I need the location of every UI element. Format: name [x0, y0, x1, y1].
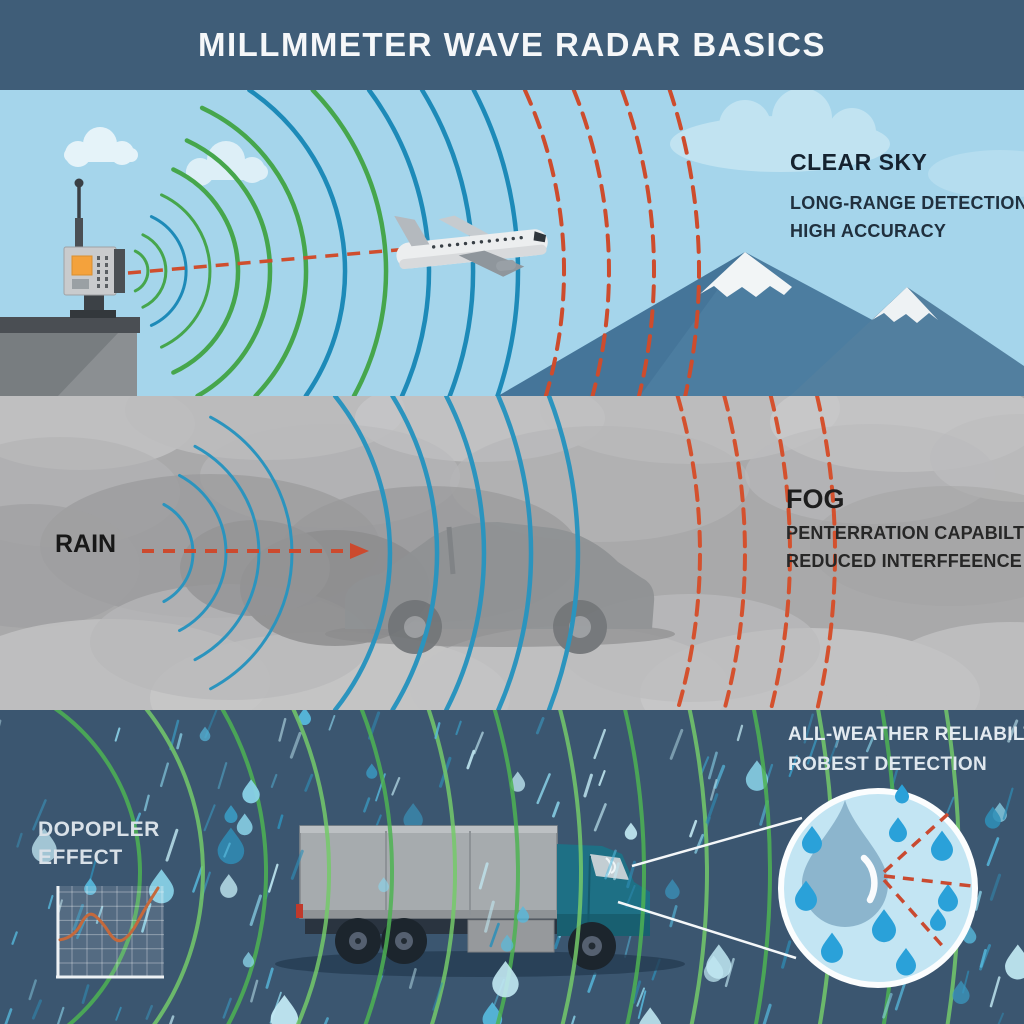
fog-reflected-arcs: [675, 396, 837, 710]
section-fog: RAIN FOG PENTERRATION CAPABILTIES REDUCE…: [0, 396, 1024, 710]
section-rain: ALL-WEATHER RELIABILTY ROBEST DETECTION …: [0, 710, 1024, 1024]
doppler-label-line-1: DOPOPLER: [38, 818, 160, 841]
water-droplet-icon: [802, 800, 888, 927]
radar-device-icon: [63, 178, 125, 318]
fog-heading: FOG: [786, 484, 845, 514]
fog-line-1: PENTERRATION CAPABILTIES: [786, 523, 1024, 543]
page-title: MILLMMETER WAVE RADAR BASICS: [197, 26, 827, 63]
clear-sky-illustration: [0, 90, 1024, 396]
reflected-wave-arcs: [522, 90, 701, 396]
magnifier-circle: [778, 784, 978, 988]
doppler-label-line-2: EFFECT: [38, 846, 123, 869]
rain-heading: ALL-WEATHER RELIABILTY: [788, 724, 1024, 745]
scatter-ray-lines: [882, 812, 973, 952]
clear-sky-line-1: LONG-RANGE DETECTION: [790, 193, 1024, 213]
fog-illustration: [0, 396, 1024, 710]
doppler-chart: [56, 886, 164, 979]
fog-line-2: REDUCED INTERFFEENCE: [786, 551, 1023, 571]
magnifier-callout-lines: [617, 816, 803, 960]
clear-sky-line-2: HIGH ACCURACY: [790, 221, 947, 241]
clear-sky-heading: CLEAR SKY: [790, 149, 928, 175]
clouds-icon: [64, 90, 1024, 198]
rain-line-1: ROBEST DETECTION: [788, 754, 988, 775]
airplane-icon: [394, 215, 548, 277]
rain-arrow: [142, 543, 369, 559]
radar-platform: [0, 317, 140, 396]
airplane-windows: [431, 235, 523, 249]
rain-illustration: [0, 710, 1024, 1024]
fog-side-label-rain: RAIN: [55, 530, 117, 558]
radar-device-vents: [97, 256, 108, 288]
truck-icon: [275, 825, 685, 977]
radar-beam-dashed-line: [127, 245, 433, 275]
title-band: MILLMMETER WAVE RADAR BASICS: [0, 0, 1024, 90]
section-clear-sky: CLEAR SKY LONG-RANGE DETECTION HIGH ACCU…: [0, 90, 1024, 396]
scattered-droplets: [795, 784, 958, 976]
mountains-icon: [498, 252, 1024, 396]
